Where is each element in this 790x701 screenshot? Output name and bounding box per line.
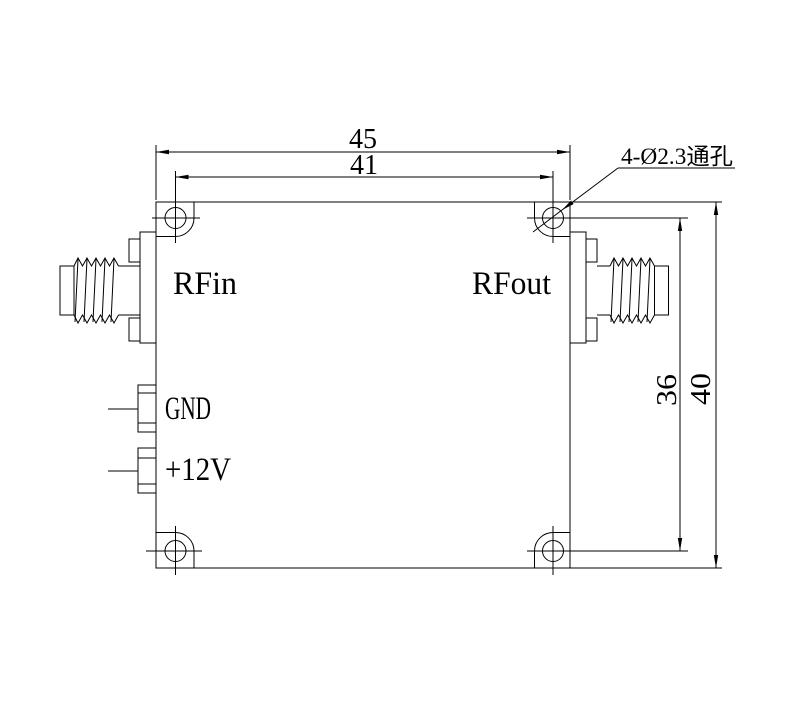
dimension-outer-width: 45	[155, 124, 571, 200]
power-label: +12V	[165, 452, 231, 488]
hole-callout: 4-Ø2.3通孔	[532, 144, 735, 233]
sma-right-step-top	[585, 238, 598, 263]
hole-callout-leader	[561, 167, 619, 211]
dimension-hole-pitch-width: 41	[175, 150, 553, 181]
sma-right-step-bottom	[585, 317, 598, 342]
dimension-hole-pitch-height: 36	[652, 218, 683, 551]
gnd-terminal	[108, 384, 157, 433]
mounting-hole-bottom-left	[146, 526, 202, 575]
mounting-hole-top-left	[152, 171, 200, 243]
sma-right-thread-top	[609, 256, 655, 268]
sma-right-flange	[569, 231, 587, 344]
dimension-hole-pitch-width-label: 41	[350, 150, 378, 181]
sma-left-end-cap	[59, 265, 75, 316]
mounting-hole-bottom-right	[527, 526, 688, 575]
rf-out-label: RFout	[472, 266, 551, 302]
sma-left-flange	[139, 231, 157, 344]
rf-in-label: RFin	[173, 266, 237, 302]
dimension-outer-height: 40	[570, 201, 722, 569]
dimension-outer-height-label: 40	[686, 373, 717, 405]
dimension-outer-width-label: 45	[349, 124, 377, 155]
sma-left-thread-top	[73, 256, 119, 268]
sma-connector-right	[569, 231, 669, 344]
hole-callout-label: 4-Ø2.3通孔	[621, 144, 733, 169]
mounting-hole-top-right	[527, 171, 688, 243]
sma-right-thread-lines	[610, 258, 651, 323]
sma-left-step-bottom	[128, 317, 141, 342]
sma-right-end-cap	[654, 265, 669, 316]
sma-connector-left	[59, 231, 157, 344]
dimension-hole-pitch-height-label: 36	[652, 374, 683, 406]
sma-left-thread-lines	[74, 258, 115, 323]
power-terminal	[108, 447, 157, 494]
sma-left-step-top	[128, 238, 141, 263]
gnd-label: GND	[165, 391, 211, 427]
